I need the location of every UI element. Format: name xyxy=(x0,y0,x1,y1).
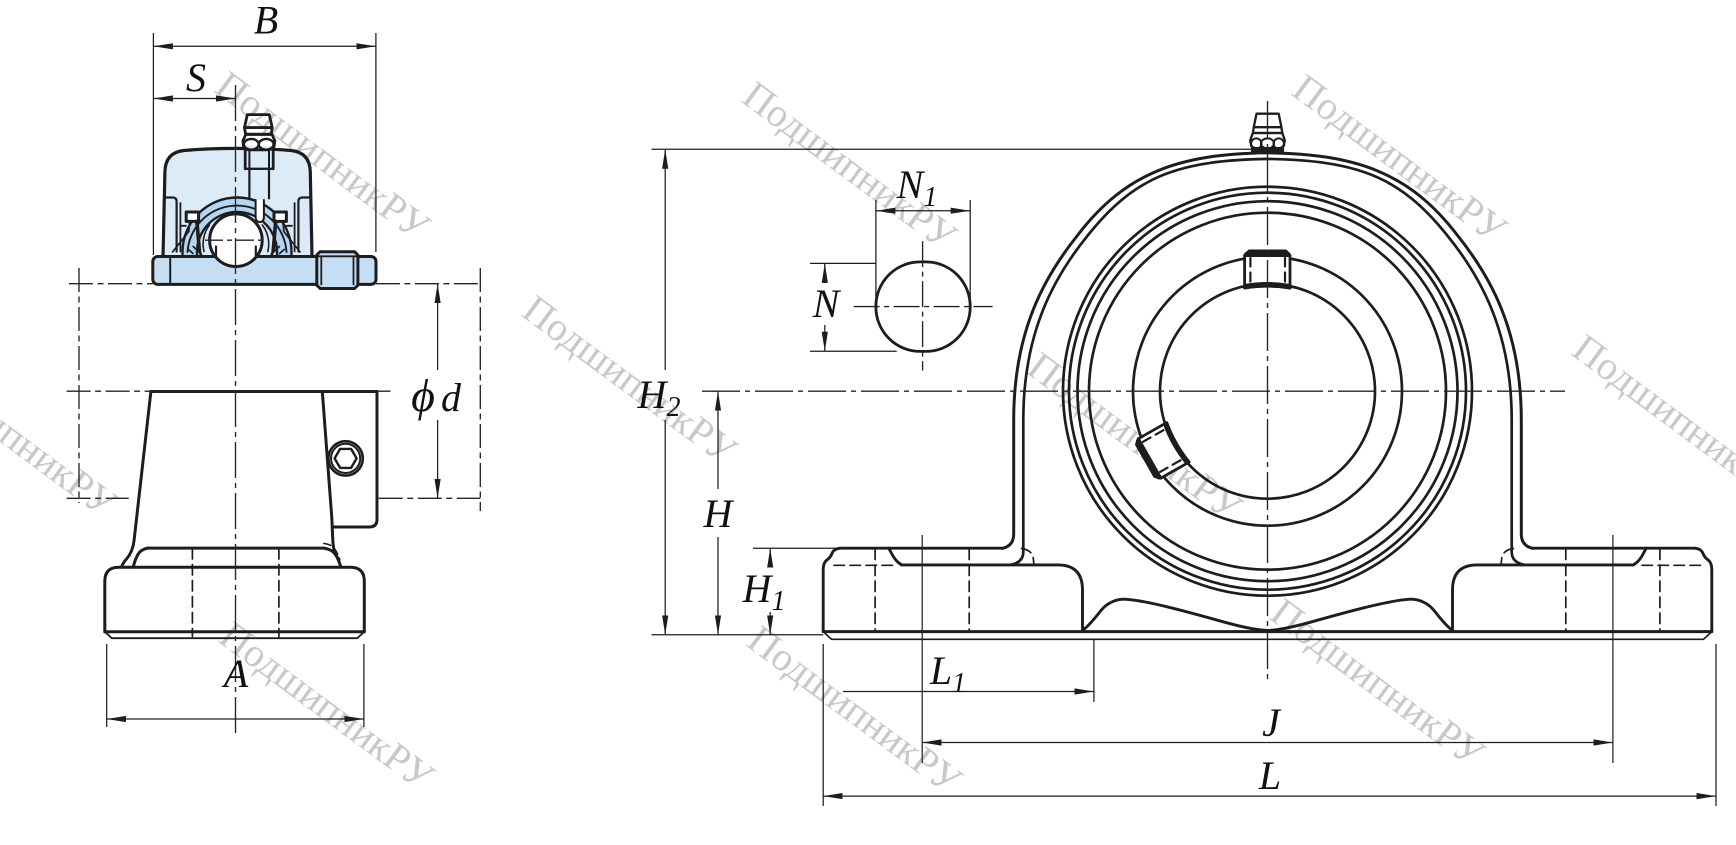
svg-text:J: J xyxy=(1262,700,1282,745)
svg-text:ϕ: ϕ xyxy=(411,370,435,421)
svg-text:L: L xyxy=(1258,753,1281,798)
svg-text:N: N xyxy=(812,281,842,326)
svg-text:H: H xyxy=(703,491,735,536)
svg-text:A: A xyxy=(221,651,249,696)
svg-text:d: d xyxy=(441,375,462,420)
svg-text:S: S xyxy=(186,55,206,100)
svg-text:B: B xyxy=(254,0,278,43)
